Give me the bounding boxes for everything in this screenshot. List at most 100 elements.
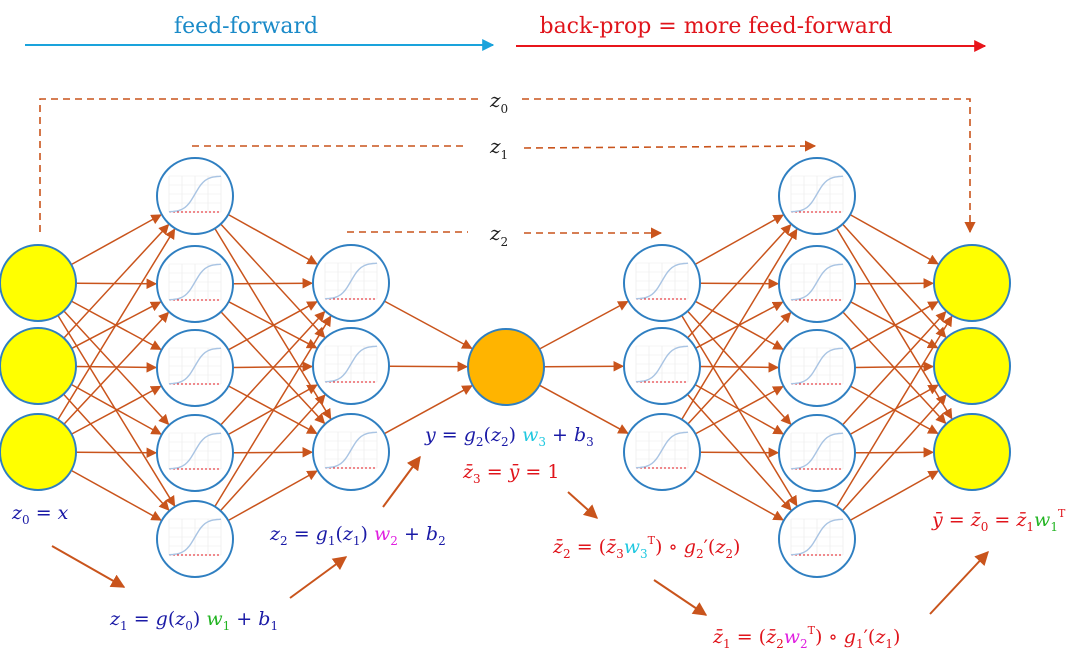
neuron-mirror1-4: [778, 500, 856, 578]
connection-mirror1-3-to-output-1: [849, 384, 939, 436]
sigmoid-curve-icon: [324, 431, 378, 469]
feed-forward-label: feed-forward: [174, 14, 318, 39]
connection-mirror1-4-to-output-1: [841, 394, 947, 512]
sigmoid-curve-icon: [324, 262, 378, 300]
neuron-mirror2-2: [623, 413, 701, 491]
connection-input-2-to-hidden1-4: [70, 469, 162, 521]
sigmoid-curve-icon: [790, 175, 844, 213]
neuron-hidden2-0: [312, 244, 390, 322]
connection-input-1-to-hidden1-2: [75, 362, 158, 373]
neuron-circle: [0, 413, 77, 491]
neuron-hidden2-1: [312, 327, 390, 405]
neuron-mirror1-3: [778, 414, 856, 492]
neuron-mirror2-1: [623, 327, 701, 405]
eq-z0: z0 = x: [11, 502, 69, 527]
skip-label-z1: z1: [489, 134, 508, 162]
sigmoid-curve-icon: [168, 518, 222, 556]
connection-mirror2-2-to-mirror1-1: [687, 311, 792, 425]
neuron-circle: [933, 327, 1011, 405]
sigmoid-curve-icon: [790, 263, 844, 301]
connection-mirror2-0-to-mirror1-1: [699, 278, 780, 289]
connection-hidden1-4-to-hidden2-1: [219, 394, 326, 512]
connection-center-0-to-mirror2-1: [543, 361, 625, 372]
connection-hidden2-0-to-center-0: [384, 300, 473, 350]
sigmoid-curve-icon: [168, 347, 222, 385]
skip-z1-path-right: [523, 140, 817, 152]
connection-hidden1-3-to-hidden2-1: [227, 384, 318, 436]
connection-mirror1-0-to-output-0: [849, 213, 939, 265]
back-prop-label: back-prop = more feed-forward: [539, 14, 892, 39]
neuron-hidden1-0: [156, 157, 234, 235]
connection-mirror2-2-to-mirror1-2: [695, 385, 784, 435]
neuron-output-1: [933, 327, 1011, 405]
arrow-z2bar-to-z1bar: [653, 579, 708, 616]
connection-input-2-to-hidden1-2: [71, 385, 162, 435]
sigmoid-curve-icon: [790, 518, 844, 556]
connection-center-0-to-mirror2-0: [539, 300, 629, 350]
connection-mirror1-1-to-output-1: [850, 301, 939, 349]
skip-z0-path: [39, 98, 478, 232]
sigmoid-curve-icon: [790, 432, 844, 470]
eq-z3bar: z̄3 = ȳ = 1: [462, 461, 559, 486]
sigmoid-curve-icon: [168, 175, 222, 213]
arrow-z1bar-to-ybar: [929, 550, 989, 615]
connection-hidden2-1-to-center-0: [388, 361, 469, 372]
connection-mirror1-4-to-output-2: [849, 470, 939, 522]
arrow-z0-to-z1: [51, 545, 126, 588]
connection-mirror1-2-to-output-1: [854, 361, 935, 372]
neurons: [0, 157, 1011, 578]
connection-hidden1-0-to-hidden2-1: [220, 223, 326, 339]
connection-mirror1-0-to-output-1: [842, 223, 947, 338]
eq-z2: z2 = g1(z1) w2 + b2: [269, 523, 446, 548]
eq-ybar: ȳ = z̄0 = z̄1w1T: [931, 507, 1066, 534]
connection-mirror2-2-to-mirror1-0: [681, 228, 798, 420]
connection-mirror2-2-to-mirror1-4: [694, 469, 784, 521]
sigmoid-curve-icon: [635, 345, 689, 383]
neuron-input-0: [0, 244, 77, 322]
neuron-mirror1-2: [778, 329, 856, 407]
neuron-output-0: [933, 244, 1011, 322]
annotation-arrows: [51, 455, 989, 616]
neuron-mirror1-1: [778, 245, 856, 323]
neuron-hidden1-2: [156, 329, 234, 407]
eq-z2bar: z̄2 = (z̄3w3T) ∘ g2′(z2): [552, 534, 740, 561]
connection-mirror2-0-to-mirror1-0: [694, 214, 784, 266]
neuron-mirror2-0: [623, 244, 701, 322]
arrow-z2-to-y: [382, 455, 421, 508]
connection-hidden1-1-to-hidden2-0: [232, 278, 314, 289]
connection-input-0-to-hidden1-0: [70, 214, 162, 266]
sigmoid-curve-icon: [324, 345, 378, 383]
connection-input-2-to-hidden1-3: [75, 447, 158, 458]
connection-mirror1-3-to-output-0: [842, 311, 947, 426]
skip-label-z2: z2: [489, 221, 508, 249]
neuron-circle: [0, 327, 77, 405]
connection-hidden1-4-to-hidden2-0: [214, 315, 332, 507]
sigmoid-curve-icon: [168, 263, 222, 301]
connection-input-1-to-hidden1-3: [70, 383, 162, 435]
connection-hidden1-2-to-hidden2-1: [232, 361, 314, 372]
neuron-circle: [467, 328, 545, 406]
connection-mirror2-2-to-mirror1-3: [699, 447, 780, 458]
neuron-mirror1-0: [778, 157, 856, 235]
connection-hidden2-2-to-center-0: [383, 385, 473, 435]
skip-connections: [39, 98, 976, 239]
connections: [57, 213, 953, 522]
skip-z0-path-right: [522, 98, 976, 234]
connection-hidden1-1-to-hidden2-1: [228, 301, 318, 349]
neuron-circle: [933, 413, 1011, 491]
connection-mirror2-1-to-mirror1-0: [687, 224, 792, 339]
connection-mirror1-2-to-output-0: [849, 301, 939, 351]
neuron-circle: [933, 244, 1011, 322]
sigmoid-curve-icon: [635, 431, 689, 469]
neuron-circle: [0, 244, 77, 322]
connection-hidden1-2-to-hidden2-0: [228, 301, 318, 351]
sigmoid-curve-icon: [635, 262, 689, 300]
sigmoid-curve-icon: [790, 347, 844, 385]
connection-mirror2-1-to-mirror1-3: [694, 383, 784, 435]
connection-hidden1-4-to-hidden2-2: [227, 470, 318, 522]
sigmoid-curve-icon: [168, 432, 222, 470]
connection-input-0-to-hidden1-1: [75, 278, 158, 289]
connection-hidden1-3-to-hidden2-0: [220, 310, 326, 426]
connection-center-0-to-mirror2-2: [539, 384, 629, 434]
